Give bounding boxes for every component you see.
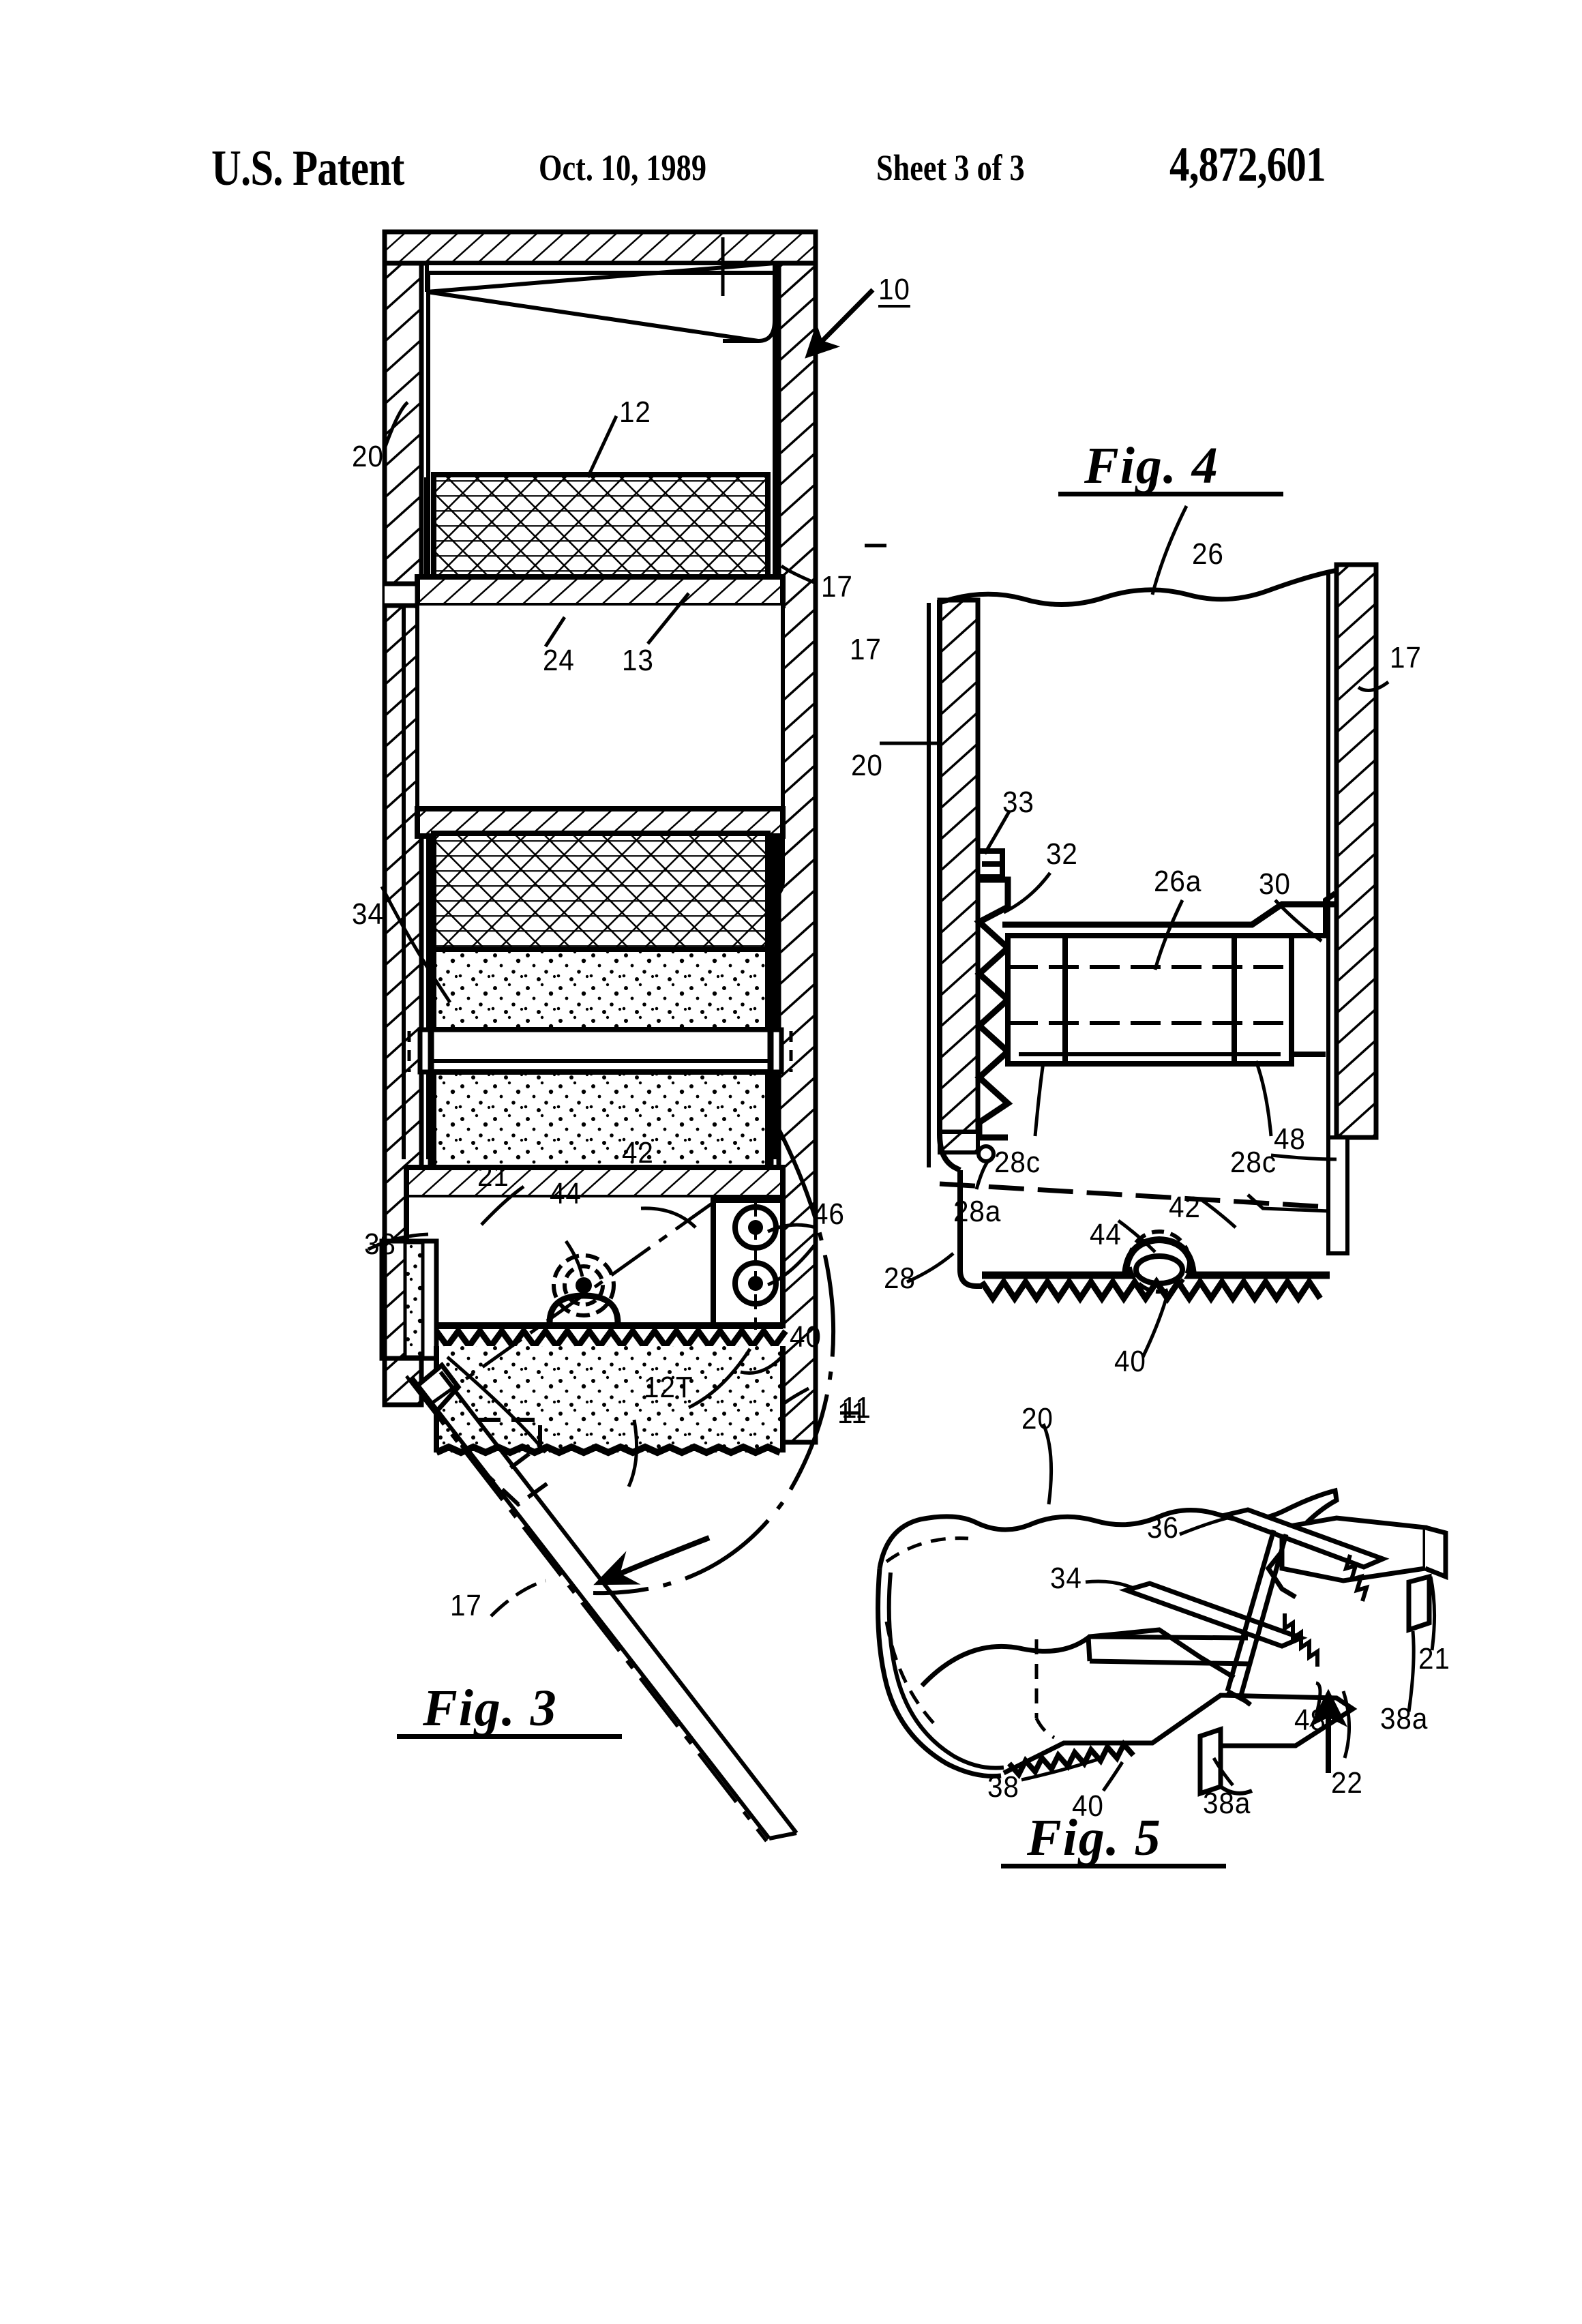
callout-fig3-40: 40 [790, 1320, 822, 1354]
figure-4-drawing [865, 505, 1390, 1358]
callout-fig5-21: 21 [1418, 1642, 1450, 1675]
callout-fig5-20: 20 [1021, 1402, 1054, 1435]
figure-4-caption-rule [1058, 492, 1283, 496]
callout-fig3-17-lower: 17 [450, 1589, 482, 1622]
figure-4-caption-text: Fig. 4 [1084, 437, 1219, 494]
callout-fig4-40: 40 [1114, 1345, 1146, 1378]
callout-fig4-26: 26 [1192, 537, 1224, 571]
callout-fig3-24: 24 [543, 644, 575, 677]
callout-fig3-13: 13 [622, 644, 654, 677]
callout-fig3-21: 21 [477, 1159, 509, 1193]
figure-3-caption-text: Fig. 3 [423, 1680, 558, 1737]
callout-fig3-20: 20 [352, 440, 384, 473]
callout-fig3-17-upper: 17 [821, 570, 853, 604]
figure-5-drawing [840, 1411, 1448, 1797]
callout-fig5-36: 36 [1147, 1511, 1179, 1545]
callout-fig3-10: 10 [878, 273, 910, 306]
figure-3-caption: Fig. 3 [397, 1679, 622, 1739]
callout-fig4-28c-left: 28c [994, 1146, 1041, 1179]
callout-fig5-11: 11 [837, 1397, 867, 1430]
callout-fig4-32: 32 [1046, 837, 1078, 871]
patent-number: 4,872,601 [1169, 137, 1326, 192]
callout-fig3-12: 12 [619, 396, 651, 429]
callout-fig3-38: 38 [364, 1227, 396, 1261]
figure-3-drawing [367, 229, 875, 1843]
callout-fig4-30: 30 [1259, 867, 1291, 901]
callout-fig4-44: 44 [1090, 1218, 1122, 1251]
callout-fig4-20: 20 [851, 749, 883, 782]
figure-4-caption: Fig. 4 [1058, 436, 1283, 496]
callout-fig5-40: 40 [1072, 1789, 1104, 1823]
callout-fig3-44: 44 [550, 1177, 582, 1210]
figure-5-caption-text: Fig. 5 [1027, 1809, 1162, 1866]
patent-issue-date: Oct. 10, 1989 [539, 147, 706, 188]
callout-fig5-38a-right: 38a [1380, 1702, 1429, 1735]
figure-5-caption: Fig. 5 [1001, 1808, 1226, 1868]
figure-3-caption-rule [397, 1734, 622, 1739]
figure-5-caption-rule [1001, 1864, 1226, 1868]
callout-fig3-46: 46 [813, 1197, 845, 1231]
callout-fig3-12t: 12T [644, 1371, 693, 1404]
sheet-number: Sheet 3 of 3 [876, 147, 1025, 188]
callout-fig3-11: 11 [841, 1391, 871, 1425]
callout-fig3-34: 34 [352, 897, 384, 931]
callout-fig4-26a: 26a [1154, 865, 1202, 898]
callout-fig5-34: 34 [1050, 1562, 1082, 1595]
callout-fig5-22: 22 [1331, 1766, 1363, 1800]
callout-fig4-28a: 28a [953, 1195, 1002, 1228]
callout-fig4-17-right: 17 [1390, 641, 1422, 674]
callout-fig3-42: 42 [622, 1136, 654, 1170]
callout-fig4-28: 28 [884, 1262, 916, 1295]
sheet-header: U.S. Patent Oct. 10, 1989 Sheet 3 of 3 4… [0, 0, 1582, 205]
callout-fig4-33: 33 [1002, 786, 1034, 819]
callout-fig5-38a-bottom: 38a [1203, 1787, 1251, 1820]
callout-fig5-38: 38 [987, 1770, 1019, 1804]
callout-fig4-17-left: 17 [850, 633, 882, 666]
patent-office-title: U.S. Patent [211, 140, 404, 196]
callout-fig4-48: 48 [1274, 1122, 1306, 1156]
callout-fig4-28c-right: 28c [1230, 1146, 1277, 1179]
callout-fig4-42: 42 [1169, 1191, 1201, 1224]
callout-fig5-48: 48 [1294, 1703, 1326, 1737]
